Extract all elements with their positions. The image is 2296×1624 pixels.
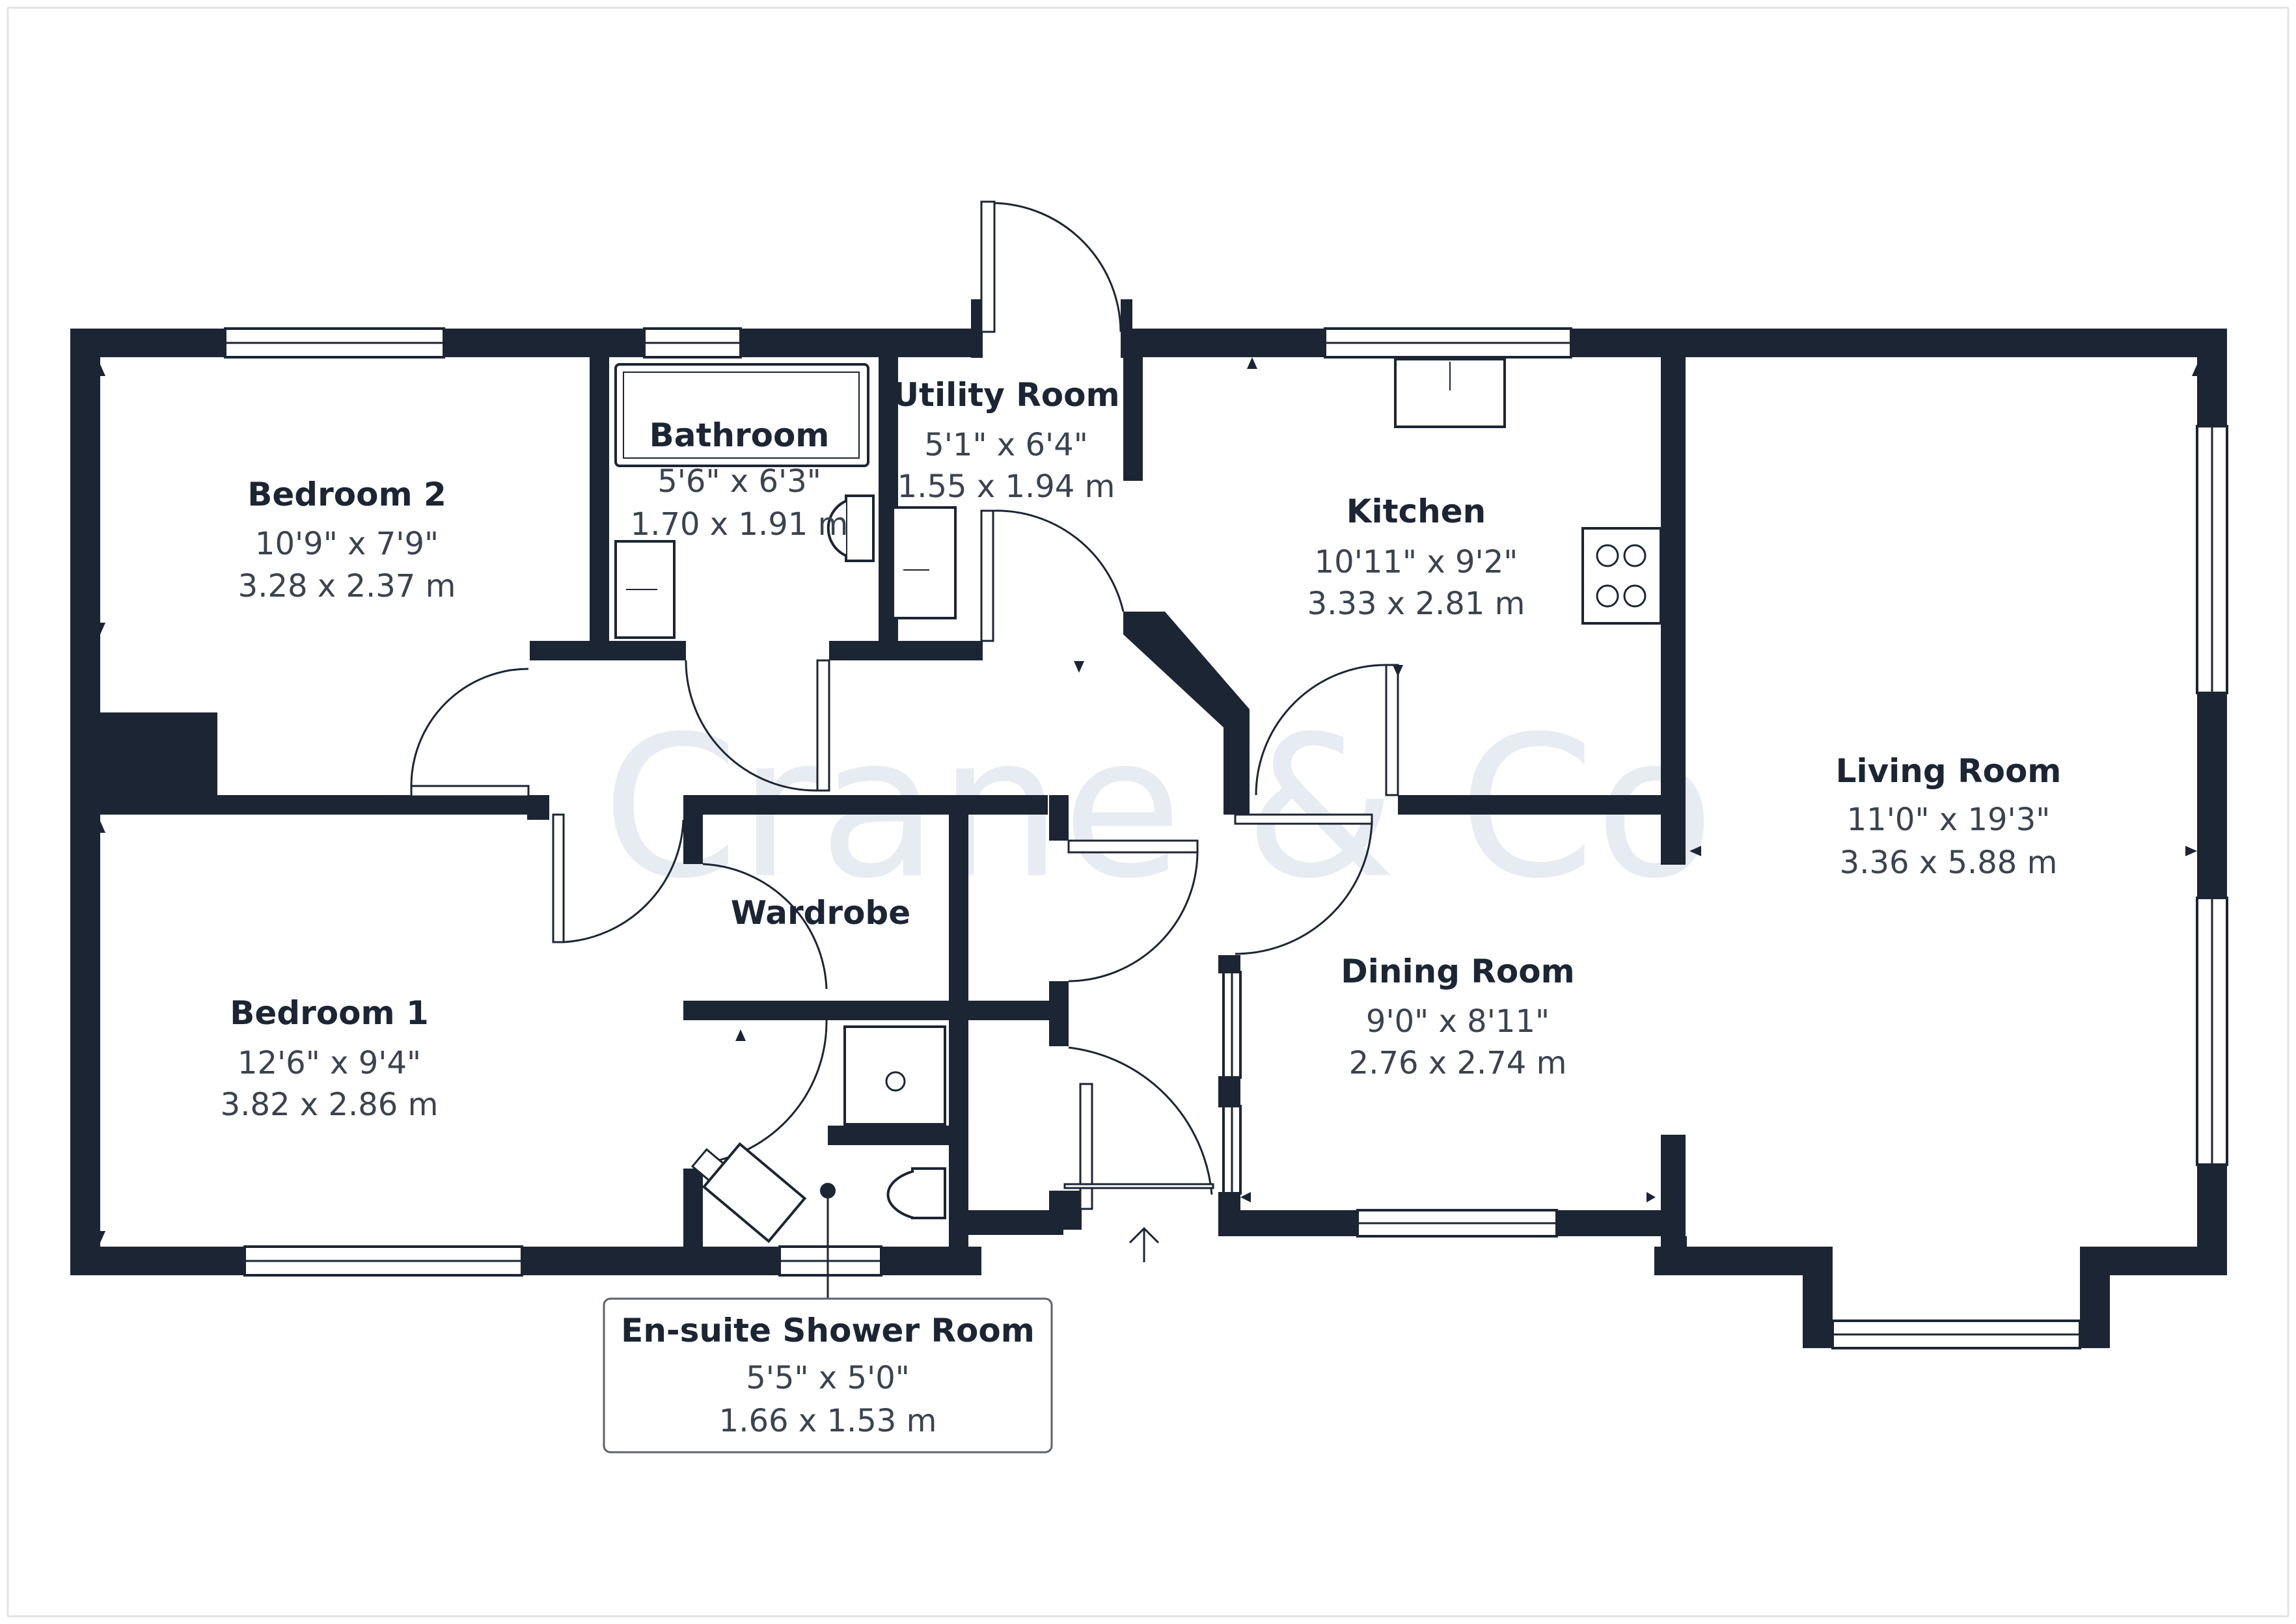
bathroom-imperial: 5'6" x 6'3" bbox=[657, 463, 821, 500]
bedroom1-metric: 3.82 x 2.86 m bbox=[221, 1087, 439, 1123]
living-metric: 3.36 x 5.88 m bbox=[1840, 845, 2058, 881]
kitchen-name: Kitchen bbox=[1346, 493, 1486, 530]
dimension-ticks bbox=[95, 357, 2202, 1243]
ensuite-imperial: 5'5" x 5'0" bbox=[746, 1360, 910, 1396]
dining-metric: 2.76 x 2.74 m bbox=[1349, 1045, 1567, 1081]
utility-metric: 1.55 x 1.94 m bbox=[897, 468, 1115, 505]
page-border bbox=[7, 7, 2289, 1617]
window-lines bbox=[225, 342, 2213, 1336]
ensuite-metric: 1.66 x 1.53 m bbox=[719, 1403, 937, 1439]
bathroom-name: Bathroom bbox=[649, 416, 830, 454]
wardrobe-name: Wardrobe bbox=[731, 894, 910, 932]
dining-name: Dining Room bbox=[1341, 953, 1574, 990]
kitchen-metric: 3.33 x 2.81 m bbox=[1307, 586, 1525, 622]
ensuite-name: En-suite Shower Room bbox=[621, 1312, 1035, 1349]
dining-imperial: 9'0" x 8'11" bbox=[1366, 1003, 1550, 1040]
bedroom2-metric: 3.28 x 2.37 m bbox=[238, 568, 456, 604]
utility-imperial: 5'1" x 6'4" bbox=[924, 427, 1088, 463]
kitchen-imperial: 10'11" x 9'2" bbox=[1315, 544, 1518, 580]
bathroom-metric: 1.70 x 1.91 m bbox=[631, 506, 849, 543]
bedroom1-imperial: 12'6" x 9'4" bbox=[238, 1045, 421, 1081]
bedroom2-imperial: 10'9" x 7'9" bbox=[255, 526, 439, 562]
living-name: Living Room bbox=[1836, 752, 2062, 790]
living-imperial: 11'0" x 19'3" bbox=[1847, 802, 2051, 838]
room-labels: Bedroom 2 10'9" x 7'9" 3.28 x 2.37 m Bat… bbox=[221, 376, 2062, 1439]
ensuite-callout bbox=[603, 1297, 1053, 1454]
bedroom1-name: Bedroom 1 bbox=[230, 994, 428, 1032]
fixtures bbox=[614, 358, 1662, 1243]
bedroom2-name: Bedroom 2 bbox=[247, 476, 446, 513]
utility-name: Utility Room bbox=[892, 376, 1119, 414]
entrance-arrow-icon bbox=[1128, 1226, 1160, 1262]
